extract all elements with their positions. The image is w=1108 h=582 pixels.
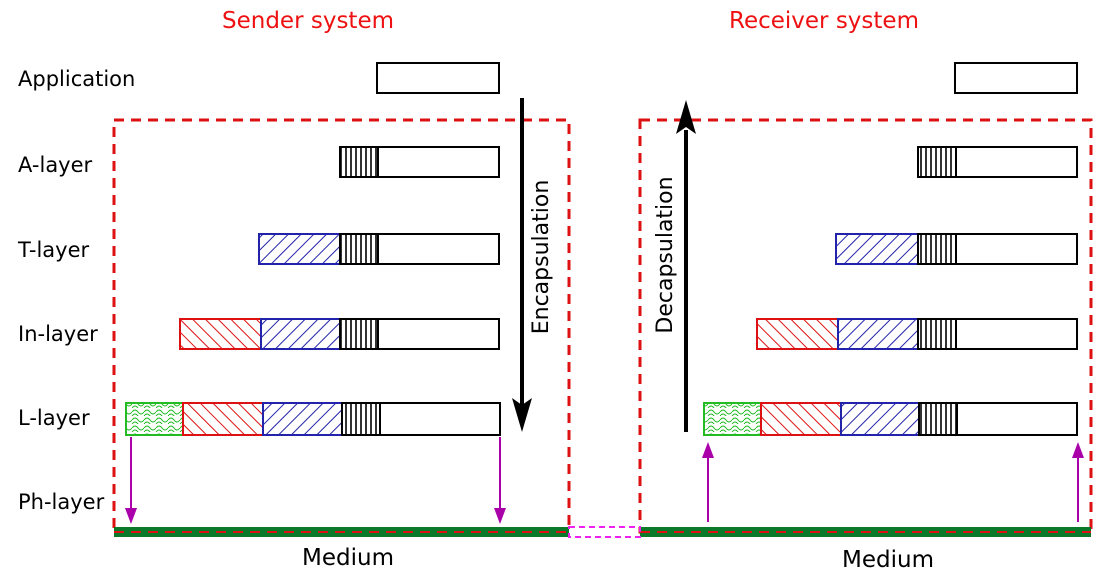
sender-t-payload <box>377 233 500 265</box>
layer-label-application: Application <box>18 67 135 91</box>
receiver-t-payload <box>955 233 1078 265</box>
medium-link <box>568 526 641 538</box>
layer-label-ph-layer: Ph-layer <box>18 490 105 514</box>
receiver-l-payload <box>956 402 1078 436</box>
receiver-a-header <box>917 146 957 178</box>
sender-t-header <box>258 233 341 265</box>
receiver-medium-label: Medium <box>842 547 934 573</box>
receiver-in-t-header <box>837 318 919 350</box>
sender-signal-arrow-left-head <box>125 508 137 524</box>
sender-a-header <box>339 146 379 178</box>
layer-label-l-layer: L-layer <box>18 406 90 430</box>
layer-label-a-layer: A-layer <box>18 153 93 177</box>
encapsulation-arrow-head <box>512 398 532 432</box>
receiver-l-header <box>703 402 762 436</box>
sender-medium-label: Medium <box>302 545 394 571</box>
receiver-a-payload <box>955 146 1078 178</box>
sender-t-a-header <box>339 233 379 265</box>
receiver-in-payload <box>955 318 1078 350</box>
sender-in-header <box>179 318 262 350</box>
sender-system-title: Sender system <box>222 8 394 34</box>
receiver-signal-arrow-left-head <box>702 442 714 458</box>
decapsulation-label: Decapsulation <box>653 176 678 333</box>
sender-in-a-header <box>339 318 379 350</box>
receiver-stack <box>703 62 1078 436</box>
receiver-application-data <box>954 62 1078 94</box>
receiver-l-t-header <box>840 402 920 436</box>
sender-a-payload <box>377 146 500 178</box>
layer-label-in-layer: In-layer <box>18 322 98 346</box>
receiver-t-a-header <box>917 233 957 265</box>
sender-in-payload <box>377 318 500 350</box>
receiver-l-in-header <box>760 402 842 436</box>
sender-application-data <box>376 62 500 94</box>
receiver-t-header <box>835 233 919 265</box>
receiver-system-title: Receiver system <box>729 8 919 34</box>
receiver-in-header <box>756 318 839 350</box>
sender-l-in-header <box>182 402 264 436</box>
sender-l-header <box>125 402 184 436</box>
sender-l-payload <box>379 402 501 436</box>
receiver-in-a-header <box>917 318 957 350</box>
receiver-signal-arrow-right-head <box>1072 442 1084 458</box>
sender-signal-arrow-right-head <box>494 508 506 524</box>
receiver-l-a-header <box>918 402 958 436</box>
sender-stack <box>125 62 501 436</box>
decapsulation-arrow-head <box>676 100 696 134</box>
sender-l-t-header <box>262 402 343 436</box>
encapsulation-label: Encapsulation <box>529 180 554 335</box>
layer-label-t-layer: T-layer <box>17 238 90 262</box>
sender-l-a-header <box>341 402 381 436</box>
sender-in-t-header <box>260 318 341 350</box>
